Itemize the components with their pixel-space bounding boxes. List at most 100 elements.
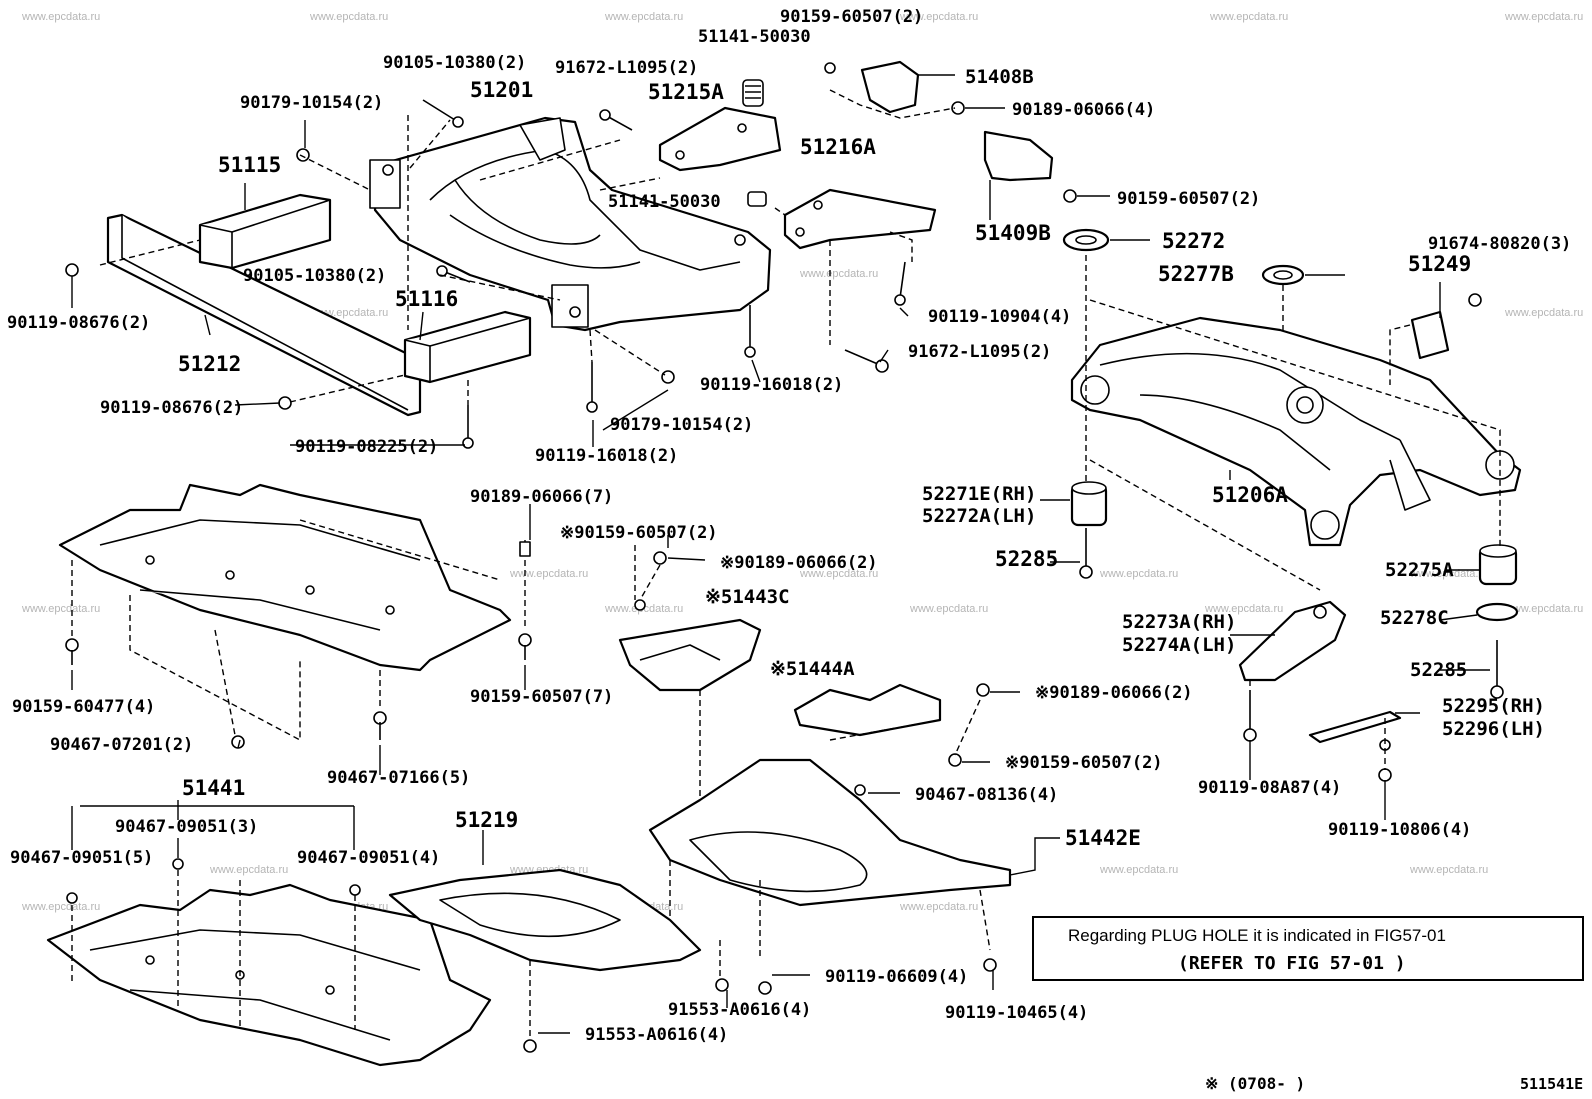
watermark: www.epcdata.ru — [799, 268, 878, 280]
label-x90189-06066-a: ※90189-06066(2) — [720, 553, 878, 573]
cover-51442E — [648, 758, 1012, 960]
cover-51443C — [618, 545, 762, 805]
rear-mounts — [1062, 228, 1519, 699]
label-51201: 51201 — [470, 78, 533, 102]
label-51141-50030-mid: 51141-50030 — [608, 192, 721, 212]
label-52272: 52272 — [1162, 229, 1225, 253]
label-91672-L1095-mid: 91672-L1095(2) — [908, 342, 1051, 362]
label-51115: 51115 — [218, 153, 281, 177]
label-51116: 51116 — [395, 287, 458, 311]
label-52275A: 52275A — [1385, 559, 1454, 581]
under-cover-upper-left-dashes — [71, 519, 526, 742]
label-91553-A0616-b: 91553-A0616(4) — [585, 1025, 728, 1045]
label-51206A: 51206A — [1212, 483, 1288, 507]
label-90467-09051-5: 90467-09051(5) — [10, 848, 153, 868]
bushing-51141-top — [742, 79, 764, 107]
front-fasteners — [65, 62, 1077, 449]
footer-date-code: ※ (0708- ) — [1205, 1074, 1305, 1093]
label-51219: 51219 — [455, 808, 518, 832]
label-90105-10380-top: 90105-10380(2) — [383, 53, 526, 73]
brace-51116 — [403, 310, 532, 384]
rear-suspension-member — [1070, 316, 1522, 547]
label-52271E: 52271E(RH) — [922, 483, 1036, 505]
label-90159-60477: 90159-60477(4) — [12, 697, 155, 717]
label-90119-10904: 90119-10904(4) — [928, 307, 1071, 327]
label-90189-06066-4: 90189-06066(4) — [1012, 100, 1155, 120]
label-90467-07201: 90467-07201(2) — [50, 735, 193, 755]
label-90105-10380-mid: 90105-10380(2) — [243, 266, 386, 286]
label-52277B: 52277B — [1158, 262, 1234, 286]
watermark: www.epcdata.ru — [21, 11, 100, 23]
front-brace-51212 — [106, 213, 422, 417]
label-x51443C: ※51443C — [705, 586, 790, 608]
label-90159-60507-top: 90159-60507(2) — [780, 7, 923, 27]
label-90467-08136: 90467-08136(4) — [915, 785, 1058, 805]
under-cover-upper-left — [58, 483, 512, 672]
watermark: www.epcdata.ru — [1504, 11, 1583, 23]
bracket-51215A — [658, 106, 782, 172]
label-51212: 51212 — [178, 352, 241, 376]
rear-dashed-leaders — [1085, 255, 1501, 770]
note-line-2: (REFER TO FIG 57-01 ) — [1178, 953, 1406, 974]
label-90467-09051-3: 90467-09051(3) — [115, 817, 258, 837]
note-line-1: Regarding PLUG HOLE it is indicated in F… — [1068, 926, 1446, 945]
watermark: www.epcdata.ru — [899, 901, 978, 913]
watermark: www.epcdata.ru — [1504, 603, 1583, 615]
label-51441: 51441 — [182, 776, 245, 800]
label-52285-low: 52285 — [1410, 659, 1467, 681]
watermark: www.epcdata.ru — [209, 864, 288, 876]
watermark: www.epcdata.ru — [1204, 603, 1283, 615]
label-51408B: 51408B — [965, 66, 1034, 88]
watermark: www.epcdata.ru — [604, 11, 683, 23]
label-90179-10154-low: 90179-10154(2) — [610, 415, 753, 435]
label-91553-A0616-a: 91553-A0616(4) — [668, 1000, 811, 1020]
label-90179-10154-top: 90179-10154(2) — [240, 93, 383, 113]
label-51442E: 51442E — [1065, 826, 1141, 850]
watermark: www.epcdata.ru — [21, 603, 100, 615]
label-90119-08676-low: 90119-08676(2) — [100, 398, 243, 418]
part-labels: 90159-60507(2) 51141-50030 90105-10380(2… — [7, 7, 1571, 1045]
watermark: www.epcdata.ru — [1409, 568, 1488, 580]
label-90119-16018-right: 90119-16018(2) — [700, 375, 843, 395]
label-90119-06609: 90119-06609(4) — [825, 967, 968, 987]
label-90119-10465: 90119-10465(4) — [945, 1003, 1088, 1023]
bracket-51409B — [983, 130, 1054, 182]
label-90189-06066-7: 90189-06066(7) — [470, 487, 613, 507]
label-x90189-06066-b: ※90189-06066(2) — [1035, 683, 1193, 703]
watermark: www.epcdata.ru — [21, 901, 100, 913]
label-51215A: 51215A — [648, 80, 724, 104]
label-x90159-60507-a: ※90159-60507(2) — [560, 523, 718, 543]
watermark: www.epcdata.ru — [1504, 307, 1583, 319]
bar-52295 — [1308, 710, 1402, 782]
label-90119-16018-low: 90119-16018(2) — [535, 446, 678, 466]
cover-51219 — [388, 868, 997, 1053]
label-91674-80820: 91674-80820(3) — [1428, 234, 1571, 254]
label-51141-50030-top: 51141-50030 — [698, 27, 811, 47]
label-90119-08225: 90119-08225(2) — [295, 437, 438, 457]
label-90159-60507-7: 90159-60507(7) — [470, 687, 613, 707]
watermark: www.epcdata.ru — [309, 11, 388, 23]
front-dashed-leaders — [99, 89, 956, 405]
footer-figure-code: 511541E — [1520, 1075, 1583, 1093]
label-52272A: 52272A(LH) — [922, 505, 1036, 527]
under-cover-fasteners-1 — [65, 541, 532, 749]
watermark: www.epcdata.ru — [899, 11, 978, 23]
label-52274A: 52274A(LH) — [1122, 634, 1236, 656]
arm-52273A — [1238, 600, 1347, 742]
bracket-51408B — [860, 60, 920, 114]
bushing-51141-mid — [747, 191, 767, 207]
label-52295: 52295(RH) — [1442, 695, 1545, 717]
watermark: www.epcdata.ru — [1409, 864, 1488, 876]
label-51216A: 51216A — [800, 135, 876, 159]
brace-51115 — [198, 193, 332, 270]
bracket-51216A — [783, 188, 937, 250]
front-suspension-member — [369, 116, 772, 332]
label-90467-09051-4: 90467-09051(4) — [297, 848, 440, 868]
label-90159-60507-right: 90159-60507(2) — [1117, 189, 1260, 209]
label-51409B: 51409B — [975, 221, 1051, 245]
watermark: www.epcdata.ru — [909, 603, 988, 615]
watermark: www.epcdata.ru — [1099, 864, 1178, 876]
label-90119-08A87: 90119-08A87(4) — [1198, 778, 1341, 798]
watermark: www.epcdata.ru — [1099, 568, 1178, 580]
